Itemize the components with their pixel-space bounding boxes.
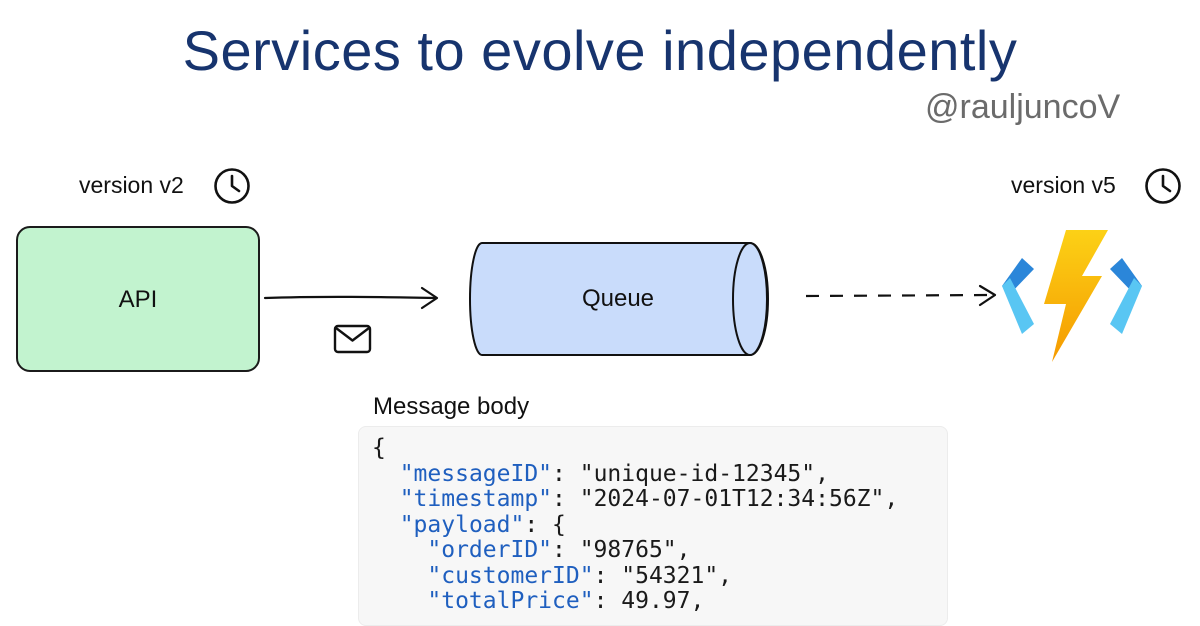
json-value: : "2024-07-01T12:34:56Z", bbox=[552, 486, 899, 512]
json-value: { bbox=[372, 435, 386, 461]
json-key: "messageID" bbox=[399, 460, 553, 487]
code-line: "messageID": "unique-id-12345", bbox=[372, 460, 898, 488]
consumer-version-label: version v5 bbox=[1011, 172, 1116, 198]
azure-functions-icon bbox=[1002, 230, 1142, 362]
json-message: { "messageID": "unique-id-12345", "times… bbox=[372, 435, 899, 615]
json-key: "payload" bbox=[399, 511, 525, 538]
code-line: "customerID": "54321", bbox=[372, 562, 898, 590]
code-line: { bbox=[372, 435, 898, 462]
envelope-icon bbox=[333, 324, 372, 354]
code-line: "orderID": "98765", bbox=[372, 537, 898, 564]
producer-version-label: version v2 bbox=[79, 172, 184, 198]
json-value: : "unique-id-12345", bbox=[552, 460, 829, 487]
json-value: : "54321", bbox=[593, 562, 733, 589]
clock-icon bbox=[1145, 168, 1181, 204]
json-key: "timestamp" bbox=[399, 486, 553, 512]
clock-icon bbox=[214, 168, 250, 204]
json-value: : "98765", bbox=[552, 537, 691, 563]
code-line: "payload": { bbox=[372, 511, 898, 539]
json-key: "orderID" bbox=[427, 537, 553, 563]
api-label: API bbox=[118, 286, 158, 313]
queue-label: Queue bbox=[581, 285, 655, 312]
page-title: Services to evolve independently bbox=[182, 19, 1018, 82]
json-value: : 49.97, bbox=[593, 588, 705, 614]
author-handle: @rauljuncoV bbox=[925, 88, 1121, 126]
message-body-title: Message body bbox=[373, 393, 530, 420]
code-line: "timestamp": "2024-07-01T12:34:56Z", bbox=[372, 486, 899, 513]
dashed-arrow bbox=[805, 284, 997, 307]
code-line: "totalPrice": 49.97, bbox=[372, 588, 898, 615]
json-key: "totalPrice" bbox=[427, 588, 594, 614]
solid-arrow bbox=[263, 286, 439, 310]
code-block bbox=[358, 426, 948, 626]
json-key: "customerID" bbox=[427, 562, 594, 589]
api-box bbox=[16, 226, 260, 372]
queue-cylinder bbox=[469, 242, 769, 356]
json-value: : { bbox=[524, 511, 566, 538]
